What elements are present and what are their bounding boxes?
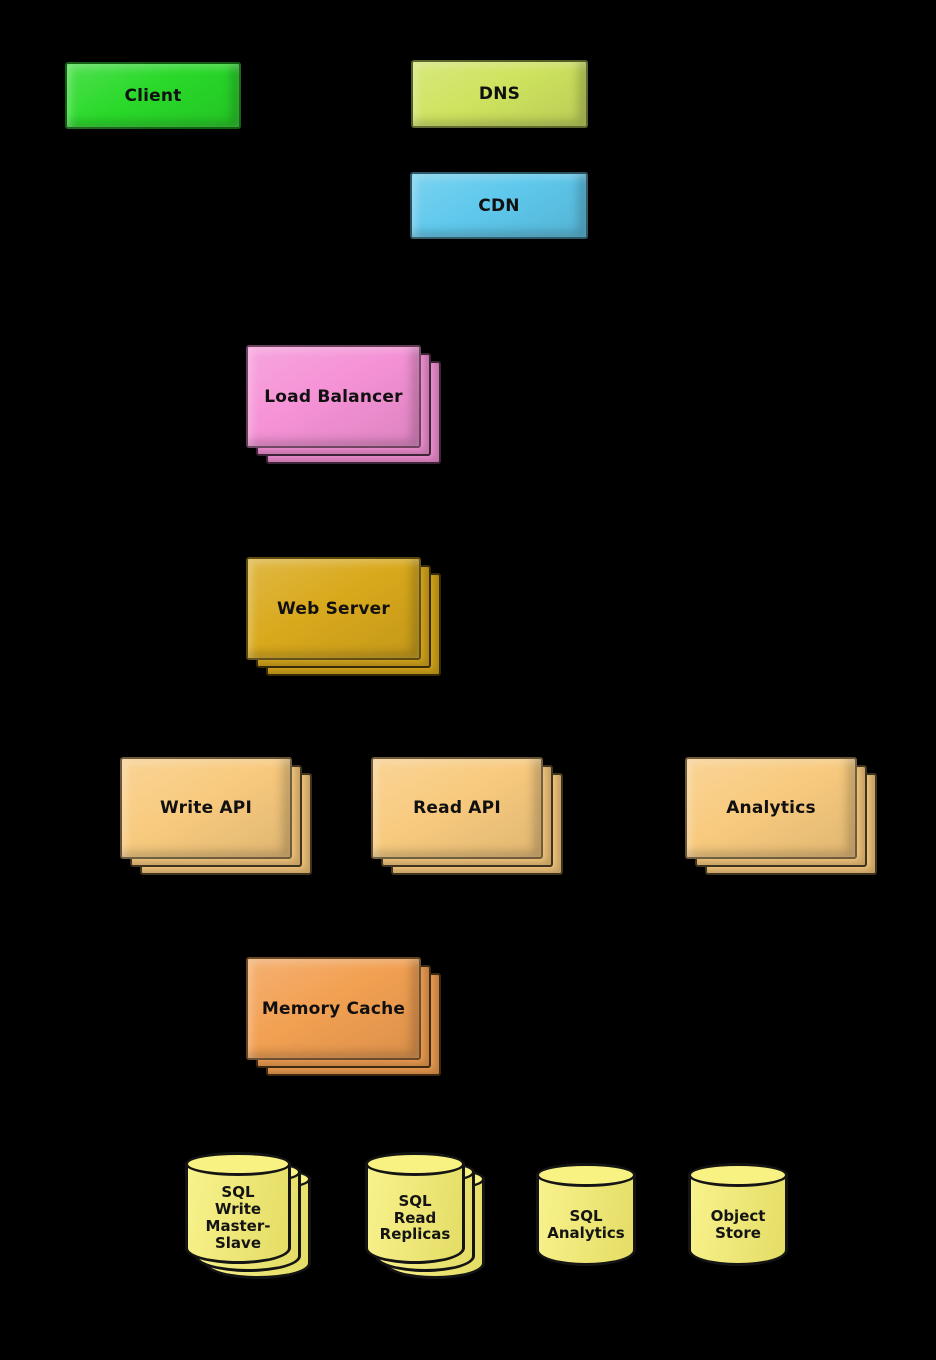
cylinder-body [688,1174,788,1266]
sql-write-label: SQL Write Master- Slave [205,1183,271,1252]
analytics-box: Analytics [685,757,857,859]
node-sql-analytics: SQL Analytics [536,1163,636,1266]
client-box: Client [65,62,241,129]
read-api-box: Read API [371,757,543,859]
web-server-box: Web Server [246,557,421,660]
node-write-api: Write API [120,757,312,875]
node-analytics: Analytics [685,757,877,875]
object-store-cylinder: Object Store [688,1163,788,1266]
memory-cache-box: Memory Cache [246,957,421,1060]
client-label: Client [124,85,182,106]
web-server-label: Web Server [277,598,390,619]
node-load-balancer: Load Balancer [246,345,441,464]
node-dns: DNS [411,60,588,128]
cylinder-top [688,1163,788,1187]
dns-label: DNS [478,84,521,104]
sql-read-label: SQL Read Replicas [379,1191,451,1244]
sql-write-cylinder: SQL Write Master- Slave [185,1152,291,1264]
cylinder-top [365,1152,465,1176]
node-sql-read-replicas: SQL Read Replicas [365,1152,485,1279]
node-web-server: Web Server [246,557,441,676]
cylinder-body [365,1163,465,1264]
write-api-box: Write API [120,757,292,859]
node-read-api: Read API [371,757,563,875]
sql-analytics-label: SQL Analytics [547,1206,625,1242]
load-balancer-box: Load Balancer [246,345,421,448]
node-client: Client [65,62,241,129]
cylinder-top [536,1163,636,1187]
node-memory-cache: Memory Cache [246,957,441,1076]
analytics-label: Analytics [726,798,816,818]
sql-read-cylinder: SQL Read Replicas [365,1152,465,1264]
memory-cache-label: Memory Cache [261,998,406,1019]
load-balancer-label: Load Balancer [264,386,403,407]
node-sql-write-master-slave: SQL Write Master- Slave [185,1152,311,1279]
cylinder-body [185,1163,291,1264]
read-api-label: Read API [413,798,501,818]
node-object-store: Object Store [688,1163,788,1266]
cdn-label: CDN [478,195,520,216]
node-cdn: CDN [410,172,588,239]
cylinder-top [185,1152,291,1176]
cdn-box: CDN [410,172,588,239]
dns-box: DNS [411,60,588,128]
write-api-label: Write API [160,798,252,818]
cylinder-body [536,1174,636,1266]
object-store-label: Object Store [710,1206,766,1242]
sql-analytics-cylinder: SQL Analytics [536,1163,636,1266]
